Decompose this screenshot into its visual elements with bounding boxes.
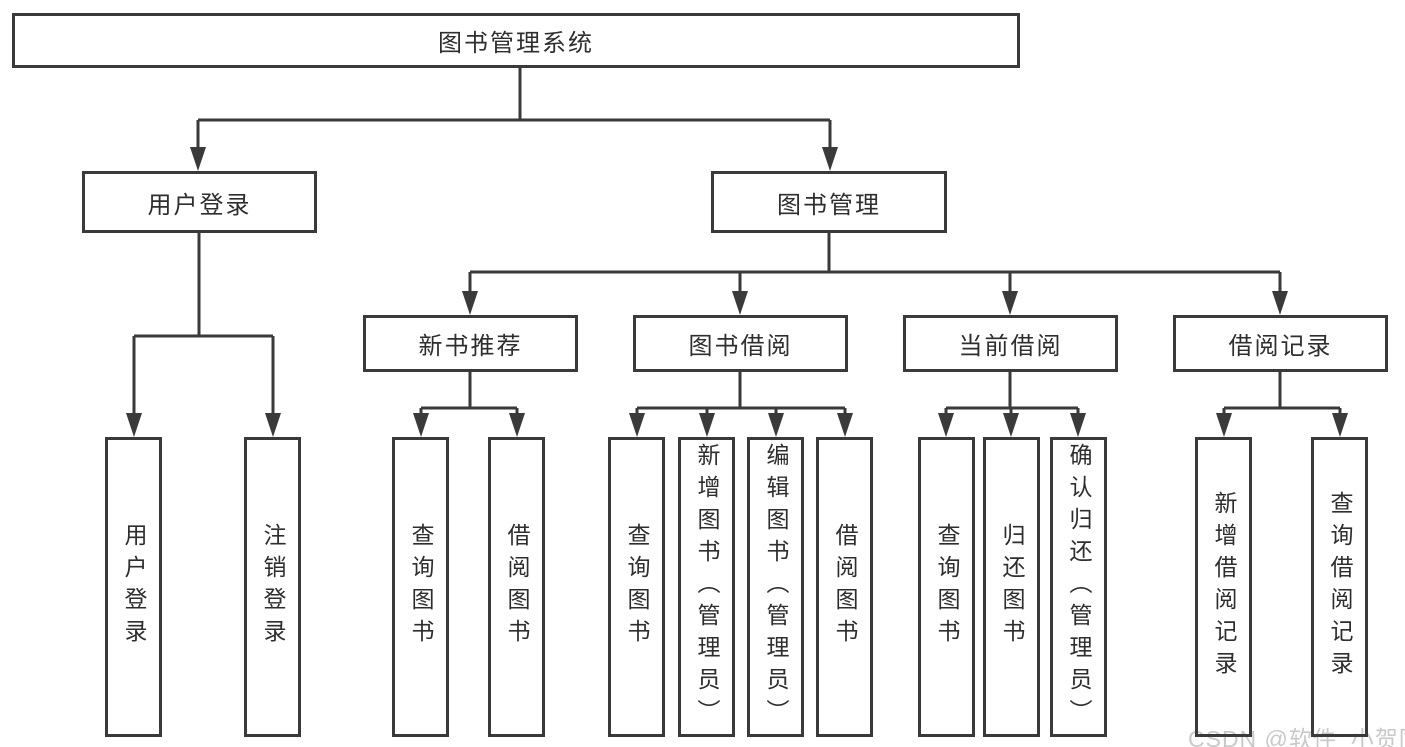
leaf-query-books-borrow: 查询图书 xyxy=(608,437,665,737)
node-label: 借阅图书 xyxy=(832,523,858,651)
node-label: 借阅记录 xyxy=(1228,333,1333,360)
arrowhead xyxy=(126,413,142,437)
node-current-borrow: 当前借阅 xyxy=(903,315,1118,372)
connector-current-to-leaves xyxy=(938,371,1086,437)
node-book-management: 图书管理 xyxy=(711,171,947,233)
connector-mgmt-to-level3 xyxy=(462,232,1288,315)
arrowhead xyxy=(265,413,281,437)
arrowhead xyxy=(1002,291,1018,315)
node-label: 新增借阅记录 xyxy=(1211,491,1237,683)
leaf-query-books-recommend: 查询图书 xyxy=(392,437,449,737)
arrowhead xyxy=(1070,413,1086,437)
arrowhead xyxy=(837,413,853,437)
leaf-edit-books-admin: 编辑图书（管理员） xyxy=(747,437,804,737)
watermark: CSDN @软件_小贺同学 xyxy=(1188,726,1405,747)
arrowhead xyxy=(509,413,525,437)
node-label: 当前借阅 xyxy=(958,333,1063,360)
node-book-borrow: 图书借阅 xyxy=(633,315,848,372)
node-label: 注销登录 xyxy=(260,523,286,651)
leaf-borrow-books-recommend: 借阅图书 xyxy=(488,437,545,737)
arrowhead xyxy=(822,147,838,171)
node-new-book-recommend: 新书推荐 xyxy=(363,315,578,372)
node-borrow-records: 借阅记录 xyxy=(1173,315,1388,372)
node-label: 用户登录 xyxy=(147,191,252,219)
node-label: 借阅图书 xyxy=(504,523,530,651)
leaf-query-books-current: 查询图书 xyxy=(918,437,975,737)
leaf-user-login: 用户登录 xyxy=(105,437,162,737)
arrowhead xyxy=(413,413,429,437)
node-label: 查询图书 xyxy=(408,523,434,651)
leaf-borrow-books: 借阅图书 xyxy=(816,437,873,737)
leaf-add-borrow-record: 新增借阅记录 xyxy=(1195,437,1252,737)
leaf-return-books: 归还图书 xyxy=(983,437,1040,737)
arrowhead xyxy=(699,413,715,437)
node-label: 图书管理 xyxy=(777,191,881,219)
leaf-add-books-admin: 新增图书（管理员） xyxy=(678,437,735,737)
leaf-confirm-return-admin: 确认归还（管理员） xyxy=(1050,437,1107,737)
connector-root-to-level2 xyxy=(190,68,838,171)
node-label: 查询图书 xyxy=(934,523,960,651)
node-label: 用户登录 xyxy=(121,523,147,651)
node-label: 归还图书 xyxy=(999,523,1025,651)
node-label: 查询借阅记录 xyxy=(1327,491,1353,683)
arrowhead xyxy=(629,413,645,437)
node-label: 新书推荐 xyxy=(418,333,523,360)
arrowhead xyxy=(938,413,954,437)
arrowhead xyxy=(732,291,748,315)
connector-newrec-to-leaves xyxy=(413,371,525,437)
arrowhead xyxy=(462,291,478,315)
node-label: 图书管理系统 xyxy=(438,30,594,57)
leaf-logout: 注销登录 xyxy=(244,437,301,737)
arrowhead xyxy=(768,413,784,437)
connector-login-to-leaves xyxy=(126,232,281,437)
node-label: 查询图书 xyxy=(624,523,650,651)
node-library-management-system: 图书管理系统 xyxy=(12,13,1020,68)
leaf-query-borrow-record: 查询借阅记录 xyxy=(1311,437,1368,737)
node-label: 新增图书（管理员） xyxy=(694,443,720,731)
connector-borrow-to-leaves xyxy=(629,371,853,437)
node-label: 编辑图书（管理员） xyxy=(763,443,789,731)
node-label: 确认归还（管理员） xyxy=(1066,443,1092,731)
arrowhead xyxy=(1272,291,1288,315)
arrowhead xyxy=(1216,413,1232,437)
arrowhead xyxy=(190,147,206,171)
node-user-login: 用户登录 xyxy=(82,171,317,233)
node-label: 图书借阅 xyxy=(688,333,793,360)
arrowhead xyxy=(1332,413,1348,437)
connector-records-to-leaves xyxy=(1216,371,1348,437)
arrowhead xyxy=(1003,413,1019,437)
